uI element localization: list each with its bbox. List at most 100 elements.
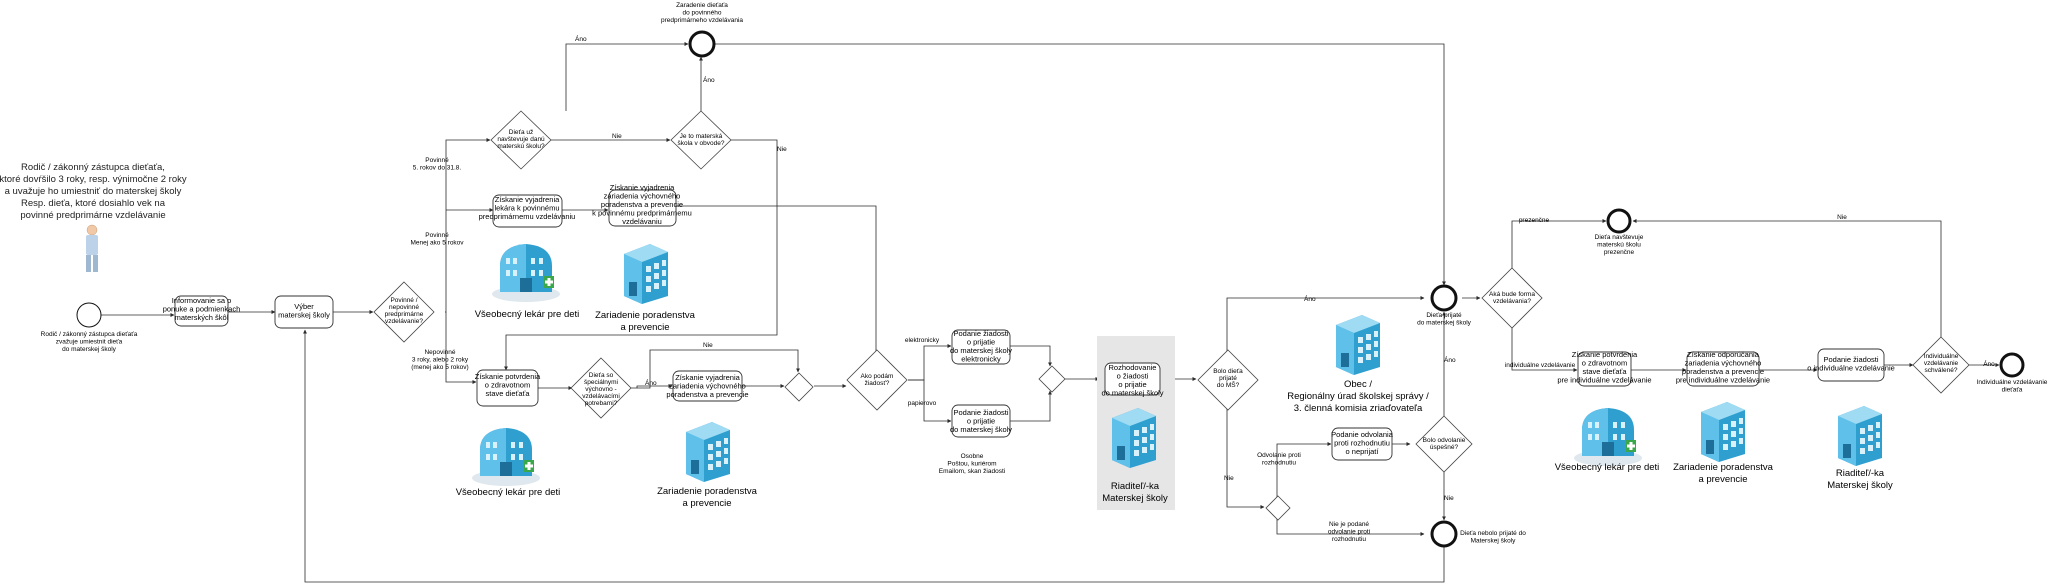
label-nie-1: Nie — [612, 133, 622, 140]
label-ano-1: Áno — [575, 34, 587, 43]
accepted-event — [1430, 284, 1458, 312]
actor: Rodič / zákonný zástupca dieťaťa,ktoré d… — [0, 162, 187, 272]
person-icon — [86, 224, 98, 272]
flow-edges — [98, 42, 2000, 583]
label-present: prezenčne — [1519, 217, 1550, 224]
svg-text:Všeobecný lekár pre deti: Všeobecný lekár pre deti — [1555, 462, 1660, 473]
label-ano-4: Áno — [1304, 294, 1316, 303]
end-present-event — [1606, 208, 1632, 234]
gateway-appeal-split — [1265, 495, 1291, 521]
label-ano-3: Áno — [645, 378, 657, 387]
svg-text:Všeobecný lekár pre deti: Všeobecný lekár pre deti — [475, 309, 580, 320]
gateway-join-1 — [784, 372, 814, 402]
label-ano-6: Áno — [1983, 359, 1995, 368]
label-electronic: elektronicky — [905, 337, 940, 344]
doctor-top: Všeobecný lekár pre deti — [475, 244, 580, 320]
label-nie-4: Nie — [1224, 475, 1234, 482]
doctor-bottom: Všeobecný lekár pre deti — [456, 428, 561, 498]
label-paper: papierovo — [908, 400, 937, 407]
label-ano-2: Áno — [703, 75, 715, 84]
end-individual-event — [1999, 352, 2025, 378]
svg-text:Všeobecný lekár pre deti: Všeobecný lekár pre deti — [456, 487, 561, 498]
label-nie-2: Nie — [777, 146, 787, 153]
label-ano-5: Áno — [1444, 355, 1456, 364]
label-nie-3: Nie — [703, 342, 713, 349]
doctor-right: Všeobecný lekár pre deti — [1555, 408, 1660, 473]
svg-text:Obec /Regionálny úrad školskej: Obec /Regionálny úrad školskej správy /3… — [1287, 379, 1429, 414]
not-accepted-event — [1430, 520, 1458, 548]
actor-description: Rodič / zákonný zástupca dieťaťa,ktoré d… — [0, 162, 187, 221]
label-individual: individuálne vzdelávanie — [1505, 362, 1576, 369]
label-nie-6: Nie — [1837, 214, 1847, 221]
start-event — [76, 302, 102, 328]
label-nie-5: Nie — [1444, 495, 1454, 502]
end-event-top — [688, 30, 716, 58]
gateway-join-2 — [1038, 365, 1066, 393]
municipality: Obec /Regionálny úrad školskej správy /3… — [1287, 315, 1429, 414]
